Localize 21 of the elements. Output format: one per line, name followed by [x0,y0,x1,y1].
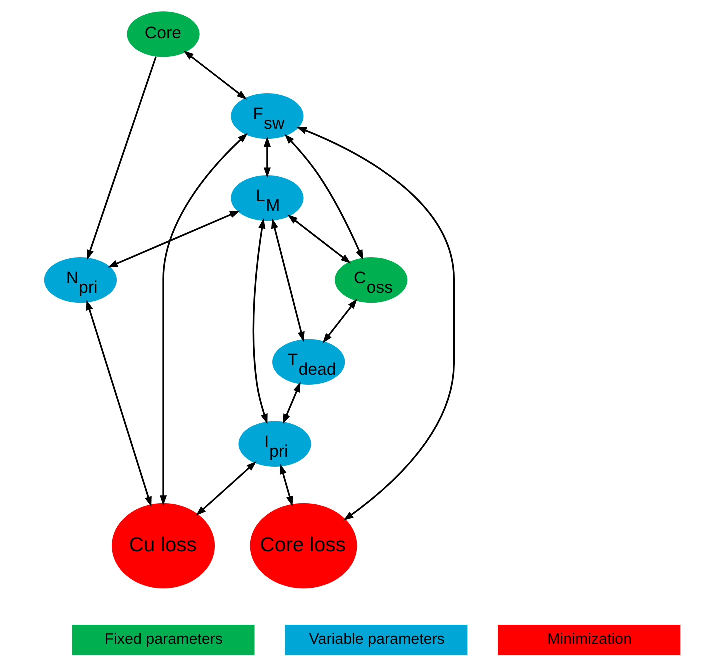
node-ellipse: Core [126,12,200,58]
arrow [196,461,256,516]
node-ellipse: Cu loss [111,503,215,589]
arrow [270,218,304,342]
legend-label: Fixed parameters [104,630,222,648]
arrow [183,50,247,100]
arrow [284,134,363,260]
arrow [107,210,240,268]
arrow [296,127,455,521]
arrow [159,133,248,506]
arrow [322,298,357,344]
node-ellipse: Core loss [250,503,357,589]
arrow [86,56,156,260]
arrow [263,136,270,178]
arrow [279,464,293,507]
legend-label: Variable parameters [308,630,444,648]
arrow [282,382,300,424]
legend-label: Minimization [547,630,632,648]
arrow [287,214,351,264]
arrow [86,300,152,507]
arrow [252,218,268,424]
